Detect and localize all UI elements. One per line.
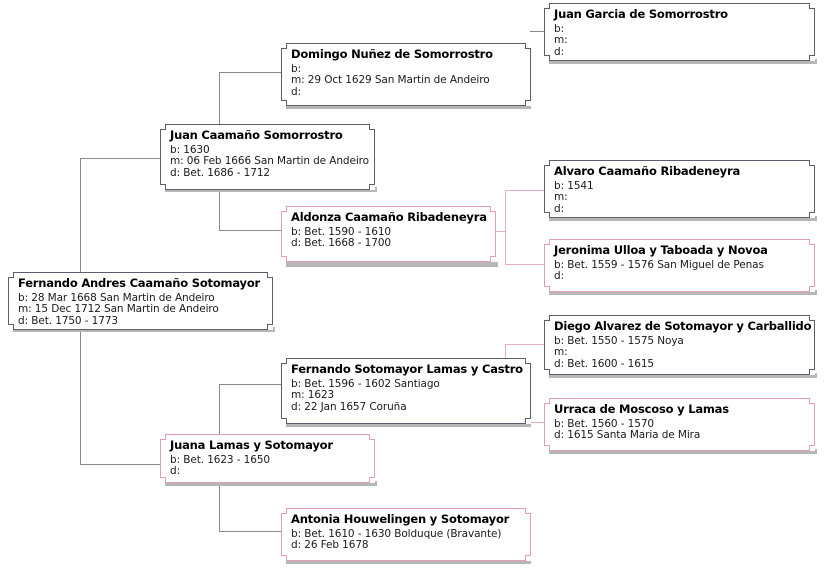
box-shadow-urraca <box>549 449 817 454</box>
connector-aldonza-down-vertical <box>505 231 506 265</box>
connector-aldonza-up-vertical <box>505 190 506 231</box>
person-death: d: <box>170 465 181 477</box>
person-marriage: m: 15 Dec 1712 San Martin de Andeiro <box>18 303 219 315</box>
person-box-jeronima[interactable]: Jeronima Ulloa y Taboada y Novoa b: Bet.… <box>544 239 815 292</box>
box-shadow-jeronima <box>549 290 817 295</box>
person-birth: b: Bet. 1550 - 1575 Noya <box>554 334 684 347</box>
box-shadow-juana-lamas <box>165 481 377 486</box>
person-birth: b: Bet. 1560 - 1570 <box>554 417 655 430</box>
person-death: d: <box>554 45 565 58</box>
connector-root-down-horizontal <box>80 464 160 465</box>
person-name: Juan Garcia de Somorrostro <box>554 7 728 21</box>
connector-aldonza-down-horizontal <box>505 264 544 265</box>
person-box-aldonza[interactable]: Aldonza Caamaño Ribadeneyra b: Bet. 1590… <box>281 206 496 262</box>
person-birth: b: Bet. 1610 - 1630 Bolduque (Bravante) <box>291 527 502 540</box>
person-marriage: m: 29 Oct 1629 San Martin de Andeiro <box>291 74 490 86</box>
person-birth: b: 1630 <box>170 143 210 156</box>
person-box-antonia[interactable]: Antonia Houwelingen y Sotomayor b: Bet. … <box>281 508 531 561</box>
connector-juana-up-horizontal <box>219 384 281 385</box>
connector-juana-down-vertical <box>219 464 220 532</box>
person-name: Alvaro Caamaño Ribadeneyra <box>554 164 741 178</box>
person-death: d: Bet. 1750 - 1773 <box>18 314 119 327</box>
box-shadow-alvaro <box>549 216 817 221</box>
connector-root-up-vertical <box>80 158 81 272</box>
connector-juan-down-vertical <box>219 190 220 231</box>
person-name: Urraca de Moscoso y Lamas <box>554 402 729 416</box>
person-name: Juan Caamaño Somorrostro <box>170 128 343 142</box>
person-marriage: m: <box>554 191 568 203</box>
person-death: d: Bet. 1668 - 1700 <box>291 237 392 249</box>
person-marriage: m: <box>554 346 568 358</box>
person-box-alvaro[interactable]: Alvaro Caamaño Ribadeneyra b: 1541 m: d: <box>544 160 815 218</box>
person-death: d: <box>554 270 565 282</box>
person-marriage: m: 1623 <box>291 389 335 401</box>
box-shadow-antonia <box>286 559 531 564</box>
person-birth: b: Bet. 1623 - 1650 <box>170 453 271 466</box>
person-box-urraca[interactable]: Urraca de Moscoso y Lamas b: Bet. 1560 -… <box>544 398 815 451</box>
connector-juan-up-horizontal <box>219 72 281 73</box>
person-box-diego[interactable]: Diego Alvarez de Sotomayor y Carballido … <box>544 315 815 375</box>
person-death: d: 1615 Santa Maria de Mira <box>554 429 701 441</box>
connector-root-down-vertical <box>80 330 81 464</box>
connector-root-up-horizontal <box>80 158 160 159</box>
box-shadow-aldonza <box>286 262 498 267</box>
person-death: d: 26 Feb 1678 <box>291 539 369 551</box>
person-birth: b: <box>291 62 302 75</box>
person-marriage: m: 06 Feb 1666 San Martin de Andeiro <box>170 155 369 167</box>
box-shadow-fernando-sotomayor <box>286 422 531 427</box>
person-box-juan-garcia[interactable]: Juan Garcia de Somorrostro b: m: d: <box>544 3 815 61</box>
person-box-fernando-sotomayor[interactable]: Fernando Sotomayor Lamas y Castro b: Bet… <box>281 358 531 424</box>
person-death: d: <box>554 202 565 215</box>
person-box-domingo[interactable]: Domingo Nuñez de Somorrostro b: m: 29 Oc… <box>281 43 531 106</box>
person-name: Diego Alvarez de Sotomayor y Carballido <box>554 319 812 333</box>
box-shadow-diego <box>549 373 817 378</box>
connector-juana-down-horizontal <box>219 531 281 532</box>
person-birth: b: <box>554 22 565 35</box>
person-death: d: 22 Jan 1657 Coruña <box>291 400 407 413</box>
person-birth: b: Bet. 1590 - 1610 <box>291 225 392 238</box>
person-marriage: m: <box>554 34 568 46</box>
person-death: d: <box>291 85 302 98</box>
box-shadow-juan-garcia <box>549 59 817 64</box>
person-birth: b: Bet. 1559 - 1576 San Miguel de Penas <box>554 258 764 271</box>
person-name: Fernando Andres Caamaño Sotomayor <box>18 276 261 290</box>
person-name: Aldonza Caamaño Ribadeneyra <box>291 210 487 224</box>
person-box-juana-lamas[interactable]: Juana Lamas y Sotomayor b: Bet. 1623 - 1… <box>160 434 375 483</box>
person-box-juan-caamano[interactable]: Juan Caamaño Somorrostro b: 1630 m: 06 F… <box>160 124 375 190</box>
connector-domingo-to-juangarcia <box>530 31 544 32</box>
person-name: Jeronima Ulloa y Taboada y Novoa <box>554 243 768 257</box>
connector-juan-up-vertical <box>219 72 220 124</box>
box-shadow-domingo <box>286 104 531 109</box>
person-name: Domingo Nuñez de Somorrostro <box>291 47 493 61</box>
person-birth: b: Bet. 1596 - 1602 Santiago <box>291 377 440 390</box>
connector-aldonza-up-horizontal <box>505 190 544 191</box>
person-death: d: Bet. 1600 - 1615 <box>554 357 655 370</box>
connector-fsoto-up-horizontal <box>505 344 544 345</box>
person-name: Juana Lamas y Sotomayor <box>170 438 333 452</box>
person-name: Antonia Houwelingen y Sotomayor <box>291 512 510 526</box>
person-birth: b: 1541 <box>554 179 594 192</box>
person-name: Fernando Sotomayor Lamas y Castro <box>291 362 523 376</box>
person-box-fernando-andres[interactable]: Fernando Andres Caamaño Sotomayor b: 28 … <box>8 272 273 330</box>
person-death: d: Bet. 1686 - 1712 <box>170 166 271 179</box>
connector-juan-down-horizontal <box>219 230 281 231</box>
connector-juana-up-vertical <box>219 384 220 464</box>
person-birth: b: 28 Mar 1668 San Martin de Andeiro <box>18 291 215 304</box>
